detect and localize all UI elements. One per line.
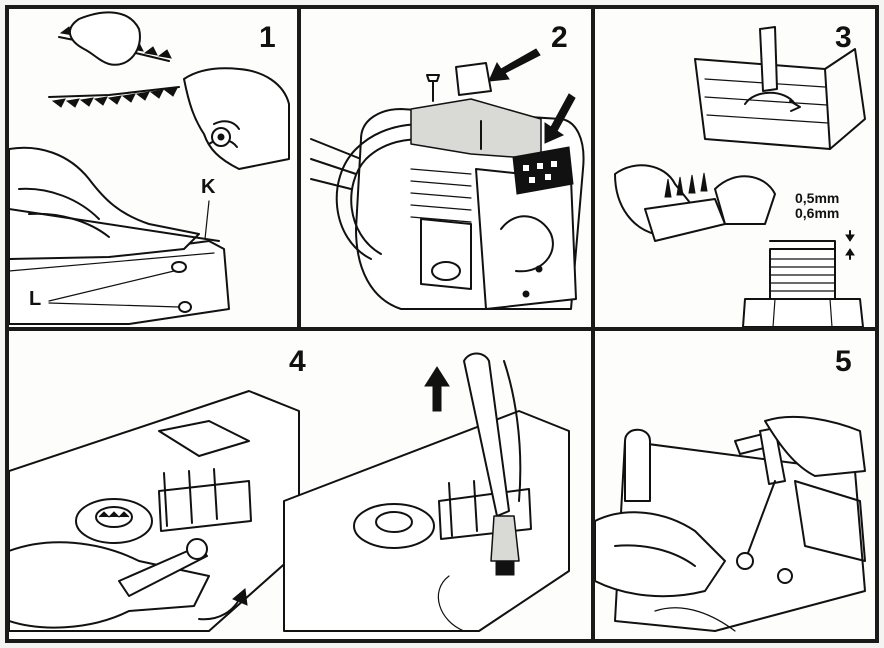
panel-step-4: 4 [9, 331, 591, 639]
rotate-arrow-left [232, 588, 248, 606]
foam-element [512, 146, 574, 195]
divider-horizontal [9, 327, 875, 331]
oil-hole-upper [171, 261, 187, 273]
plug-wrench [759, 26, 778, 92]
hand-left [9, 146, 200, 260]
pliers-jaw [490, 515, 520, 562]
panel-frame: 1 K L [5, 5, 879, 643]
step-number: 3 [835, 21, 852, 54]
step-number: 5 [835, 345, 852, 378]
handle-loop [624, 428, 651, 502]
electrode-gap [769, 240, 836, 250]
panel-step-5: 5 [595, 331, 875, 639]
step-number: 1 [259, 21, 276, 54]
leader-l-upper [48, 270, 175, 302]
panel-step-2: 2 [301, 9, 591, 327]
leader-l-lower [48, 302, 180, 308]
wrench [118, 545, 208, 597]
air-filter-illustration [310, 48, 585, 310]
spark-plug-hex [742, 298, 864, 327]
label-l: L [29, 288, 42, 310]
chain-guide-bar-illustration [9, 11, 290, 325]
label-k: K [201, 176, 216, 198]
pliers-handle [463, 352, 510, 517]
rotate-arrow [789, 100, 801, 112]
carburetor-illustration [595, 415, 866, 632]
gap-measurement: 0,5mm 0,6mm [795, 191, 839, 220]
oil-hole-lower [178, 301, 192, 313]
chain-links-lower [51, 87, 178, 108]
finger-top [69, 11, 141, 66]
leader-k [204, 200, 210, 240]
panel-step-1: 1 K L [9, 9, 297, 327]
step-number: 2 [551, 21, 568, 54]
divider-1-2 [297, 9, 301, 327]
adjust-screw-2 [777, 568, 793, 584]
step-number: 4 [289, 345, 306, 378]
panel-step-3: 3 0,5mm 0,6mm [595, 9, 875, 327]
adjust-screw-1 [736, 552, 754, 570]
arrow-filter [488, 48, 541, 82]
spark-plug-illustration [614, 26, 866, 327]
hand-left-panel5 [595, 511, 726, 598]
up-arrow [424, 366, 450, 412]
air-filter [455, 62, 492, 96]
arrow-foam [544, 93, 576, 144]
divider-2-3 [591, 9, 595, 639]
gap-max: 0,6mm [795, 204, 840, 221]
screwdriver [744, 480, 776, 562]
hand-right-panel5 [764, 415, 866, 477]
hand-right [183, 67, 290, 170]
clutch-sprocket-illustration [9, 352, 570, 632]
gap-min: 0,5mm [795, 190, 840, 206]
hand-wrench [9, 541, 210, 629]
